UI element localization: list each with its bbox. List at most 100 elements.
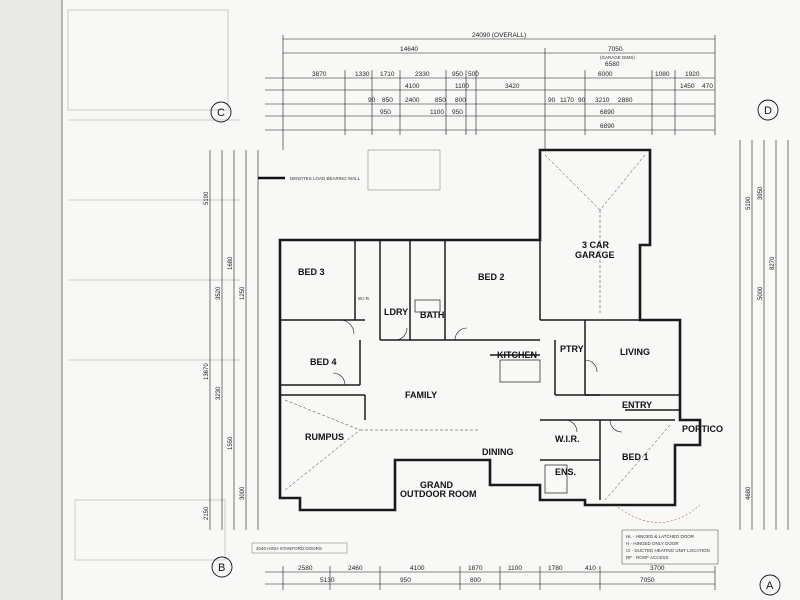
symbol-legend-box xyxy=(367,149,441,191)
dim-top-27: 1100 xyxy=(430,109,444,116)
dim-bottom-9: 5130 xyxy=(320,577,335,584)
external-walls xyxy=(278,148,702,512)
dim-left-total: 14640 xyxy=(400,46,418,53)
room-wir-top: W.I.R. xyxy=(358,296,370,301)
doors-note: 2040 HIGH STANFORD DOORS xyxy=(256,546,322,551)
room-bath: BATH xyxy=(420,310,444,320)
dim-bottom-1: 2580 xyxy=(298,565,313,572)
dim-left-5: 1250 xyxy=(240,286,246,300)
dim-top-14: 1450 xyxy=(680,83,695,90)
door-swings xyxy=(332,319,623,433)
dim-left-6: 3230 xyxy=(216,386,222,400)
dim-top-21: 90 xyxy=(548,97,556,104)
dim-left-8: 3000 xyxy=(240,486,246,500)
dim-left-4: 1680 xyxy=(228,256,234,270)
dim-garage-inner: 6580 xyxy=(605,61,620,68)
dim-left-2: 13670 xyxy=(204,363,210,380)
dim-top-3: 1710 xyxy=(380,71,395,78)
room-living: LIVING xyxy=(620,347,650,357)
room-bed-1: BED 1 xyxy=(622,452,649,462)
top-dimension-lines xyxy=(265,35,716,150)
grid-markers xyxy=(210,99,781,596)
dim-top-10: 1920 xyxy=(685,71,700,78)
dim-right-5: 4680 xyxy=(746,486,752,500)
dim-right-total: 7050 xyxy=(608,46,623,53)
dim-bottom-3: 4100 xyxy=(410,565,425,572)
dim-bottom-7: 410 xyxy=(585,565,596,572)
dim-top-4: 2330 xyxy=(415,71,430,78)
dim-top-20: 800 xyxy=(455,97,466,104)
legend-box xyxy=(621,529,719,565)
dim-left-3: 3520 xyxy=(216,286,222,300)
bath-tub xyxy=(414,299,441,313)
legend-line-2: H - HINGED ONLY DOOR xyxy=(626,541,679,546)
side-dimension-lines xyxy=(209,140,789,530)
dim-bottom-10: 950 xyxy=(400,577,411,584)
dim-top-1: 3870 xyxy=(312,71,327,78)
wall-key-label: DENOTES LOAD BEARING WALL xyxy=(290,176,361,181)
room-laundry: LDRY xyxy=(384,307,408,317)
dim-top-16: 90 xyxy=(368,97,376,104)
wall-key: DENOTES LOAD BEARING WALL xyxy=(258,176,361,181)
dim-left-9: 2150 xyxy=(204,506,210,520)
dim-bottom-12: 7050 xyxy=(640,577,655,584)
ghost-title-block xyxy=(67,9,240,561)
kitchen-bench xyxy=(499,359,541,383)
dim-top-22: 1170 xyxy=(560,97,574,104)
dim-bottom-11: 800 xyxy=(470,577,481,584)
dim-top-23: 90 xyxy=(578,97,586,104)
dim-top-2: 1330 xyxy=(355,71,370,78)
room-bed-4: BED 4 xyxy=(310,357,337,367)
grid-marker-c: C xyxy=(217,107,225,119)
grid-marker-a: A xyxy=(766,580,774,592)
room-grand: GRAND xyxy=(420,480,453,490)
dim-top-9: 1080 xyxy=(655,71,670,78)
room-dining: DINING xyxy=(482,447,514,457)
dim-top-18: 2400 xyxy=(405,97,420,104)
room-wir-bottom: W.I.R. xyxy=(555,434,580,444)
room-bed-3: BED 3 xyxy=(298,267,325,277)
dim-top-24: 3210 xyxy=(595,97,610,104)
dim-top-12: 1100 xyxy=(455,83,469,90)
page-gutter xyxy=(0,0,62,600)
dim-left-7: 1550 xyxy=(228,436,234,450)
room-rumpus: RUMPUS xyxy=(305,432,344,442)
doors-note-box xyxy=(251,542,348,554)
dim-right-2: 5190 xyxy=(746,196,752,210)
legend-line-4: RF - ROOF ACCESS xyxy=(626,555,669,560)
dim-top-19: 850 xyxy=(435,97,446,104)
dim-top-6: 500 xyxy=(468,71,479,78)
grid-marker-d: D xyxy=(764,105,772,117)
dim-bottom-4: 1870 xyxy=(468,565,483,572)
room-bed-2: BED 2 xyxy=(478,272,505,282)
dim-top-5: 950 xyxy=(452,71,463,78)
room-entry: ENTRY xyxy=(622,400,652,410)
dim-bottom-2: 2460 xyxy=(348,565,363,572)
dim-right-1: 3950 xyxy=(758,186,764,200)
dim-top-25: 2880 xyxy=(618,97,633,104)
dim-top-8: 6000 xyxy=(598,71,613,78)
dim-top-26: 950 xyxy=(380,109,391,116)
dim-right-4: 5000 xyxy=(758,286,764,300)
dim-top-17: 850 xyxy=(382,97,393,104)
bottom-dimension-lines xyxy=(265,566,716,590)
room-garage-2: GARAGE xyxy=(575,250,615,260)
dim-bottom-8: 3700 xyxy=(650,565,665,572)
room-pantry: PTRY xyxy=(560,344,584,354)
garage-hip-lines xyxy=(284,154,671,501)
room-outdoor-room: OUTDOOR ROOM xyxy=(400,489,477,499)
room-ensuite: ENS. xyxy=(555,467,576,477)
dim-top-28: 950 xyxy=(452,109,463,116)
dim-top-7: 3420 xyxy=(505,83,520,90)
dim-overall: 24090 (OVERALL) xyxy=(472,32,526,39)
dim-garage-label: (GARAGE DIMS) xyxy=(600,55,635,60)
ensuite-shower xyxy=(544,464,568,494)
room-family: FAMILY xyxy=(405,390,437,400)
dim-bottom-6: 1780 xyxy=(548,565,563,572)
room-portico: PORTICO xyxy=(682,424,723,434)
room-garage-1: 3 CAR xyxy=(582,240,610,250)
dim-top-13: 6890 xyxy=(600,123,615,130)
dim-right-3: 8270 xyxy=(770,256,776,270)
